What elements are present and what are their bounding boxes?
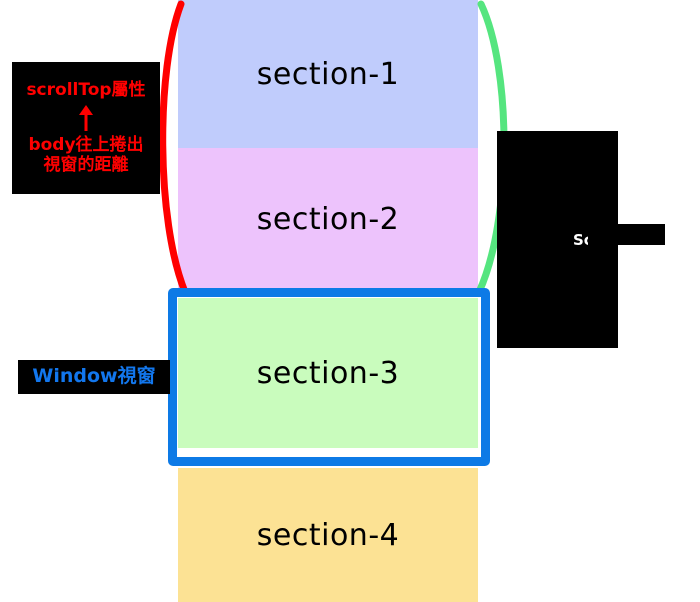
section-label: section-1 [256, 56, 400, 92]
section-block-4: section-4 [178, 468, 478, 602]
window-label-text: Window視窗 [32, 365, 156, 388]
scrolltop-title: scrollTop屬性 [26, 79, 146, 100]
section-label: section-4 [256, 517, 400, 553]
section-block-2: section-2 [178, 148, 478, 290]
scrolltop-annotation: scrollTop屬性 body往上捲出 視窗的距離 [12, 62, 160, 194]
right-annotation-text: Sc [573, 231, 593, 249]
right-annotation-occluder [588, 224, 665, 245]
up-arrow-icon [76, 105, 96, 132]
section-block-1: section-1 [178, 0, 478, 148]
window-viewport-label: Window視窗 [18, 360, 170, 394]
section-block-3: section-3 [178, 298, 478, 448]
scrolltop-desc-line-1: body往上捲出 [28, 135, 144, 156]
scrolltop-desc-line-2: 視窗的距離 [43, 154, 129, 175]
section-label: section-2 [256, 201, 400, 237]
section-label: section-3 [256, 355, 400, 391]
